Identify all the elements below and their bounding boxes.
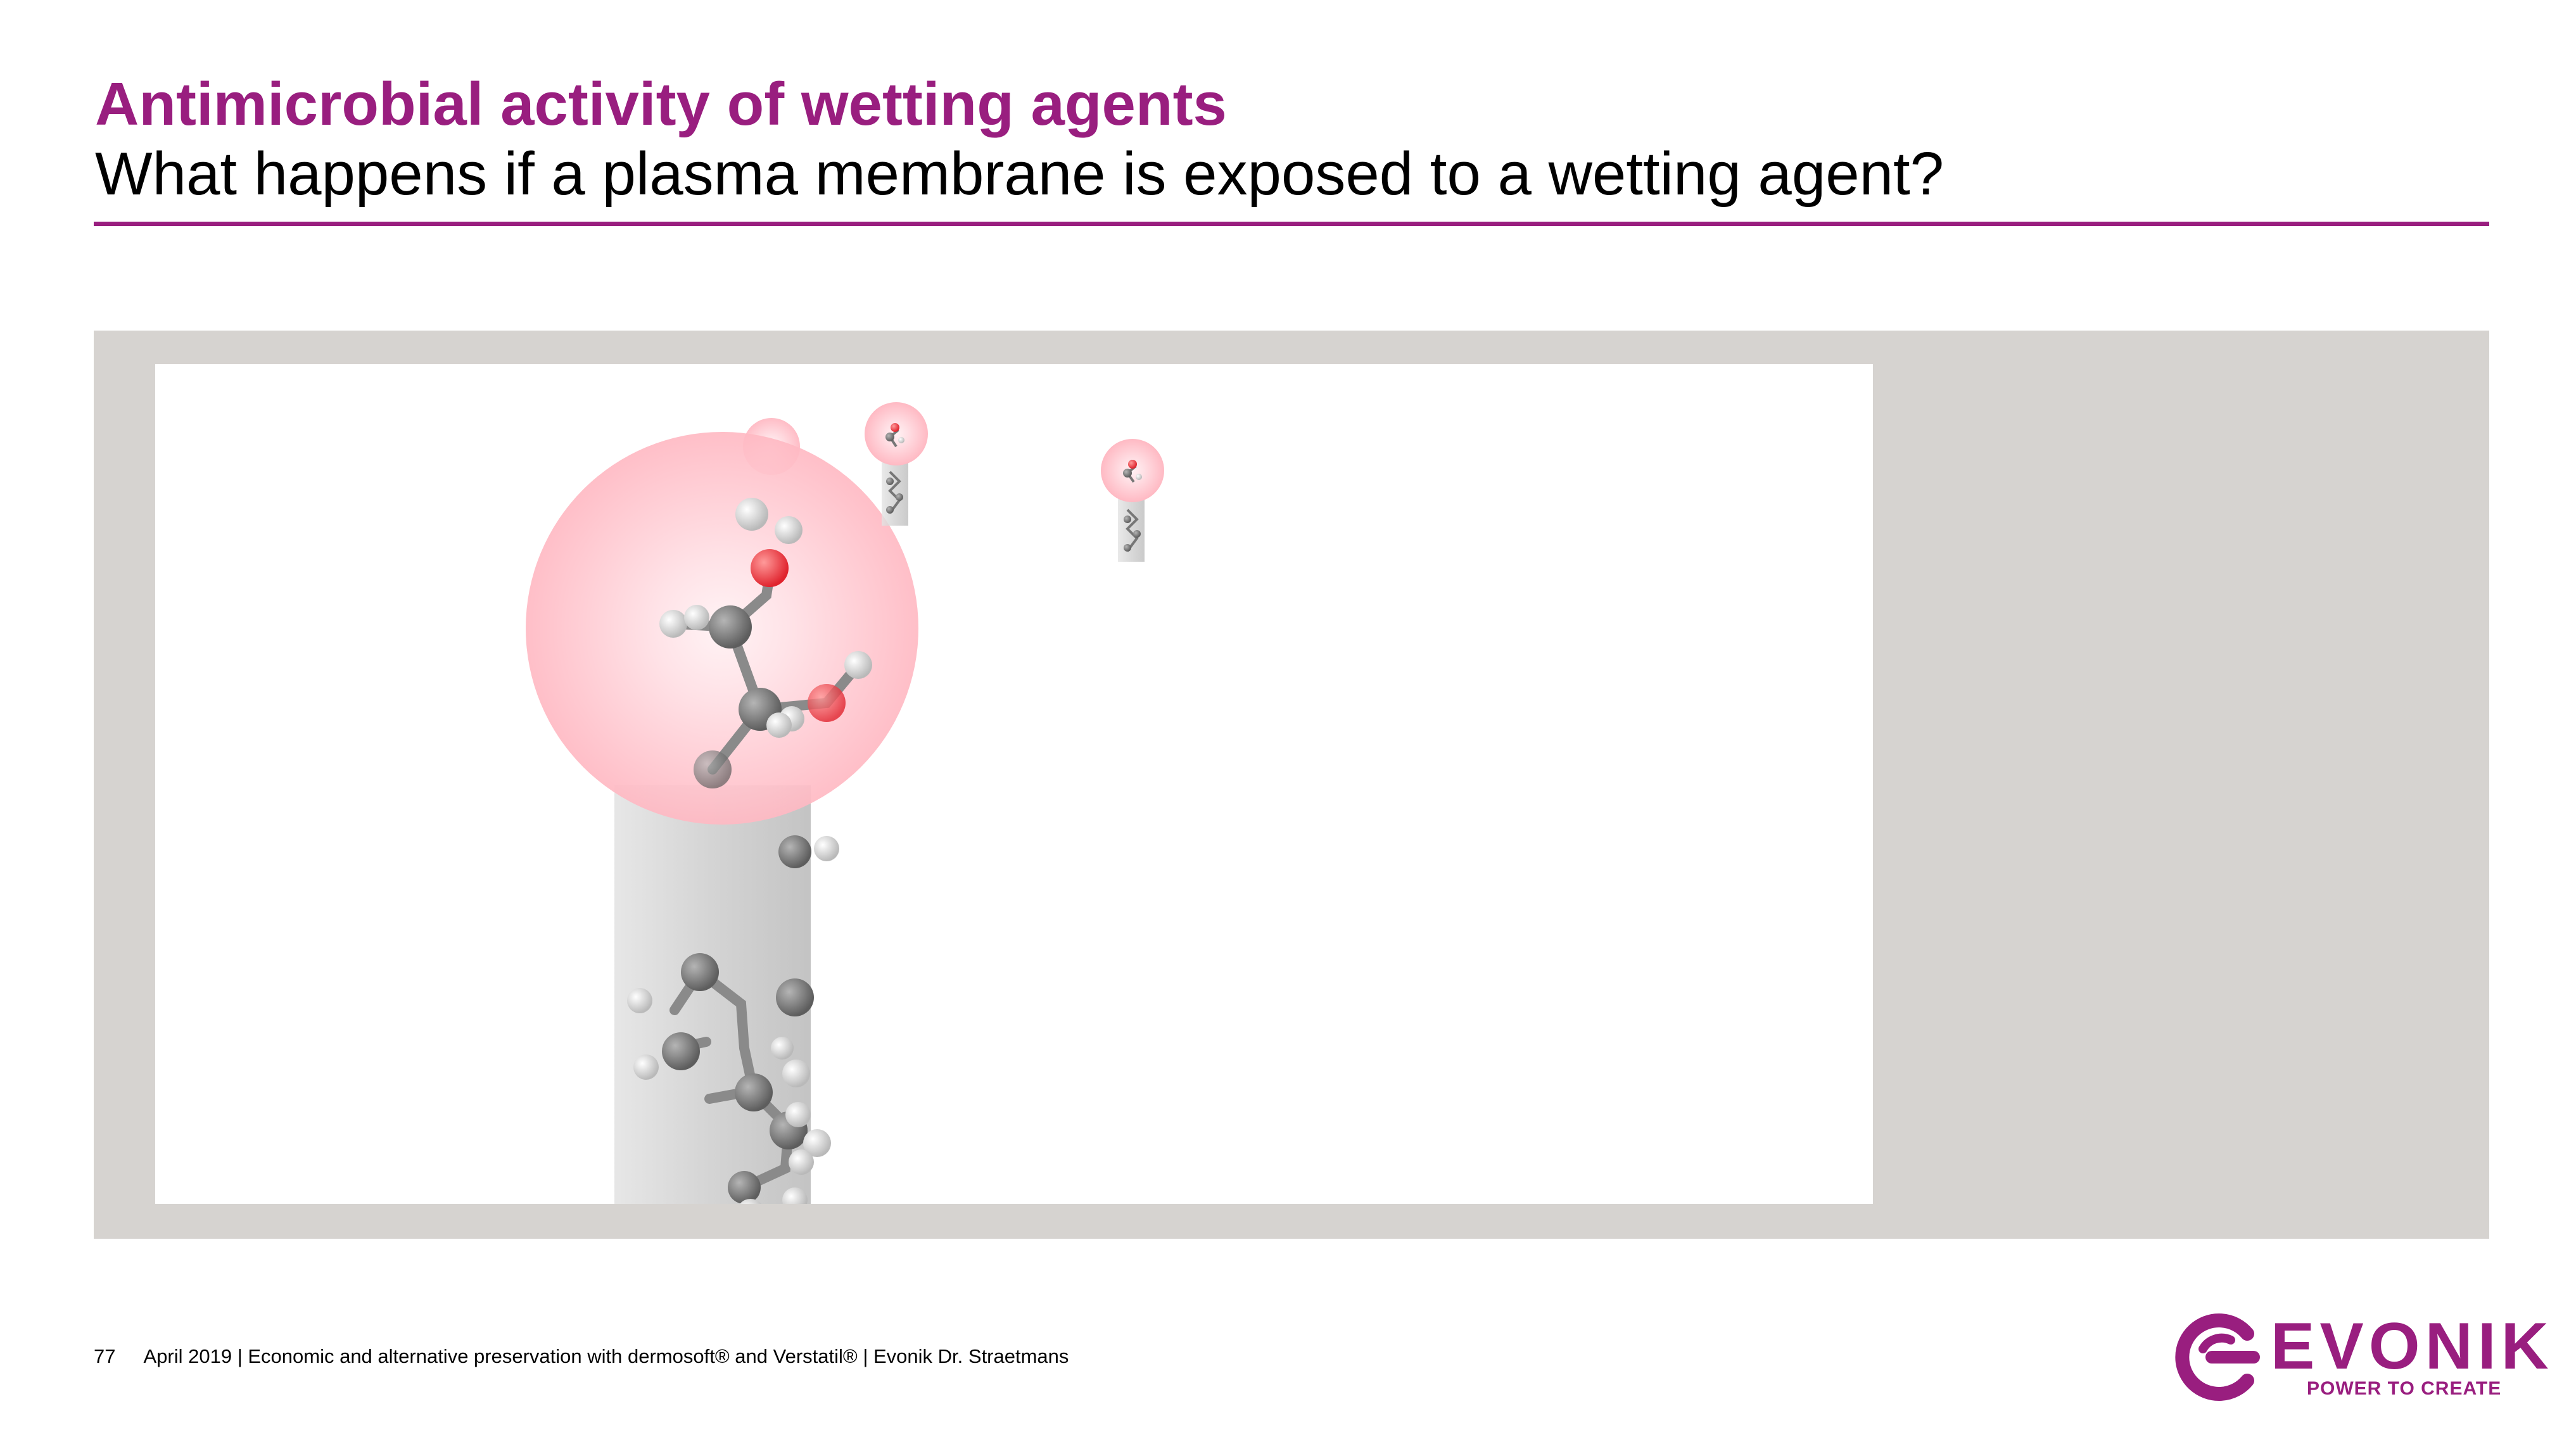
large-molecule-head bbox=[526, 418, 918, 825]
evonik-logo: EVONIK POWER TO CREATE bbox=[2173, 1310, 2549, 1405]
slide-subtitle: What happens if a plasma membrane is exp… bbox=[95, 140, 1945, 208]
title-rule bbox=[94, 222, 2489, 226]
page-number: 77 bbox=[94, 1345, 116, 1367]
evonik-e-icon bbox=[2175, 1313, 2260, 1401]
footer-text: April 2019 | Economic and alternative pr… bbox=[143, 1345, 1069, 1367]
wetting-agent-illustration bbox=[526, 402, 1164, 1204]
small-molecule-2 bbox=[1101, 439, 1164, 562]
logo-wordmark: EVONIK bbox=[2271, 1310, 2554, 1383]
small-molecule-1 bbox=[865, 402, 928, 526]
footer: 77 April 2019 | Economic and alternative … bbox=[94, 1345, 1069, 1368]
animation-frame bbox=[155, 364, 1873, 1204]
slide-title: Antimicrobial activity of wetting agents bbox=[95, 70, 1227, 138]
logo-tagline: POWER TO CREATE bbox=[2307, 1378, 2502, 1399]
large-molecule-tail bbox=[614, 785, 839, 1204]
